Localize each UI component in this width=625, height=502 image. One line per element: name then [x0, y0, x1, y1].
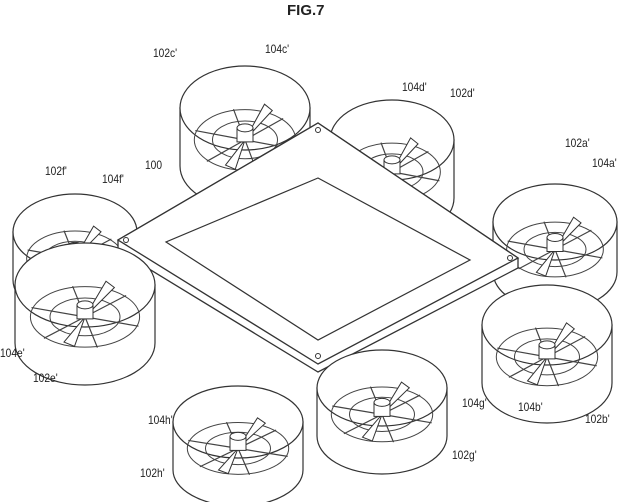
mount-hole	[315, 127, 321, 133]
rotor-blade	[526, 356, 548, 386]
duct-c	[179, 65, 311, 209]
guard-ring	[330, 386, 434, 443]
label-rotor-f: 104f'	[102, 172, 124, 186]
duct-rim	[316, 349, 448, 427]
guard-spoke	[381, 414, 395, 443]
guard-spoke	[43, 316, 86, 339]
guard-spoke	[518, 248, 556, 270]
guard-ring-inner	[212, 120, 278, 160]
guard-ring	[506, 221, 604, 278]
guard-ring-inner	[49, 297, 121, 337]
rotor-blade	[217, 448, 239, 475]
duct-h	[172, 385, 304, 502]
motor-hub-top	[538, 340, 556, 350]
label-body: 100	[145, 158, 163, 172]
duct-g	[316, 349, 448, 475]
label-rotor-h: 104h'	[148, 413, 173, 427]
label-rotor-e: 104e'	[0, 346, 25, 360]
motor-hub-top	[373, 397, 391, 407]
guard-spoke	[237, 448, 251, 475]
guard-spoke	[206, 139, 246, 162]
guard-spoke	[199, 447, 239, 468]
label-duct-g: 102g'	[452, 448, 477, 462]
rotor-blade	[361, 414, 383, 442]
duct-rim	[179, 65, 311, 151]
label-rotor-g: 104g'	[462, 396, 487, 410]
guard-spoke	[84, 316, 98, 348]
guard-ring	[186, 421, 290, 475]
label-duct-e: 102e'	[33, 371, 58, 385]
label-duct-b: 102b'	[585, 412, 610, 426]
guard-spoke	[31, 307, 86, 318]
duct-e	[14, 242, 156, 386]
label-duct-d: 102d'	[450, 86, 475, 100]
figure-title: FIG.7	[287, 2, 325, 19]
guard-ring	[495, 327, 599, 387]
label-duct-f: 102f'	[45, 164, 67, 178]
label-rotor-b: 104b'	[518, 400, 543, 414]
label-rotor-a: 104a'	[592, 156, 617, 170]
guard-spoke	[84, 316, 139, 327]
motor-hub-top	[229, 431, 247, 441]
guard-ring-inner	[523, 231, 587, 268]
guard-ring-inner	[349, 396, 415, 432]
rotor-blade	[535, 249, 556, 277]
guard-spoke	[508, 356, 548, 378]
mount-hole	[123, 237, 129, 243]
guard-spoke	[554, 249, 567, 278]
mount-hole	[315, 353, 321, 359]
guard-ring-inner	[514, 338, 580, 376]
guard-spoke	[343, 413, 383, 435]
label-duct-a: 102a'	[565, 136, 590, 150]
motor-hub-top	[383, 155, 401, 165]
label-rotor-c: 104c'	[265, 42, 290, 56]
label-duct-h: 102h'	[140, 466, 165, 480]
duct-rim	[14, 242, 156, 328]
guard-spoke	[546, 356, 560, 387]
guard-ring	[29, 286, 141, 348]
duct-rim	[481, 284, 613, 366]
duct-a	[492, 183, 618, 311]
motor-hub-top	[76, 300, 94, 310]
duct-b	[481, 284, 613, 424]
label-duct-c: 102c'	[153, 46, 178, 60]
mount-hole	[507, 255, 513, 261]
rotor-blade	[63, 316, 86, 347]
label-rotor-d: 104d'	[402, 80, 427, 94]
body-inner-panel	[164, 177, 472, 341]
motor-hub-top	[546, 233, 564, 242]
motor-hub-top	[236, 123, 254, 133]
rotor-blade	[224, 139, 246, 170]
